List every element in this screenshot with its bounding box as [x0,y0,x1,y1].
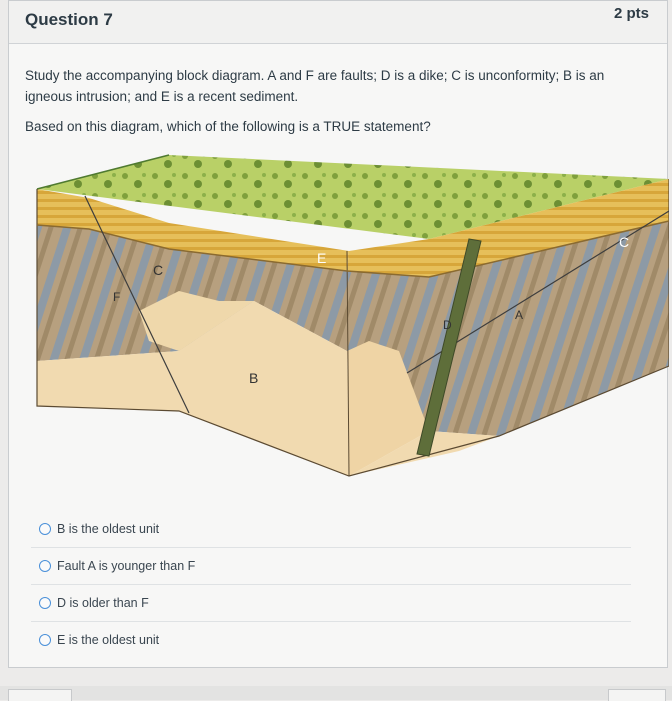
igneous-intrusion [37,301,349,476]
label-b: B [249,370,258,386]
radio-button[interactable] [39,634,51,646]
label-e: E [317,250,326,266]
question-header: Question 7 2 pts [9,1,667,44]
radio-button[interactable] [39,560,51,572]
label-d: D [443,318,452,332]
label-c-left: C [153,262,163,278]
fault-f-line [84,195,190,414]
question-title: Question 7 [25,10,113,29]
radio-button[interactable] [39,523,51,535]
prompt-question: Based on this diagram, which of the foll… [25,119,431,134]
sediment-layer-left [37,189,349,271]
next-button[interactable] [608,689,666,701]
sediment-layer-right [347,179,669,277]
dike-d [416,238,482,457]
answer-label: B is the oldest unit [57,522,160,536]
question-prompt: Study the accompanying block diagram. A … [25,65,645,137]
ground-surface [37,155,669,239]
answer-option[interactable]: Fault A is younger than F [31,547,631,584]
prompt-text: Study the accompanying block diagram. A … [25,68,605,104]
previous-button[interactable] [8,689,72,701]
answer-label: Fault A is younger than F [57,559,196,573]
question-points: 2 pts [613,5,649,22]
question-card: Question 7 2 pts Study the accompanying … [8,0,669,668]
folded-rock-left [37,225,347,361]
radio-button[interactable] [39,597,51,609]
answer-option[interactable]: E is the oldest unit [31,621,631,658]
answer-label: E is the oldest unit [57,633,160,647]
label-a: A [515,308,523,322]
answer-option[interactable]: B is the oldest unit [31,511,631,547]
block-diagram: C C F E B D A [36,154,669,477]
label-f: F [113,290,120,304]
answer-list: B is the oldest unit Fault A is younger … [31,511,631,658]
answer-option[interactable]: D is older than F [31,584,631,621]
page-bottom [0,686,672,700]
answer-label: D is older than F [57,596,149,610]
label-c-right: C [619,234,629,250]
folded-rock-right [347,221,669,436]
